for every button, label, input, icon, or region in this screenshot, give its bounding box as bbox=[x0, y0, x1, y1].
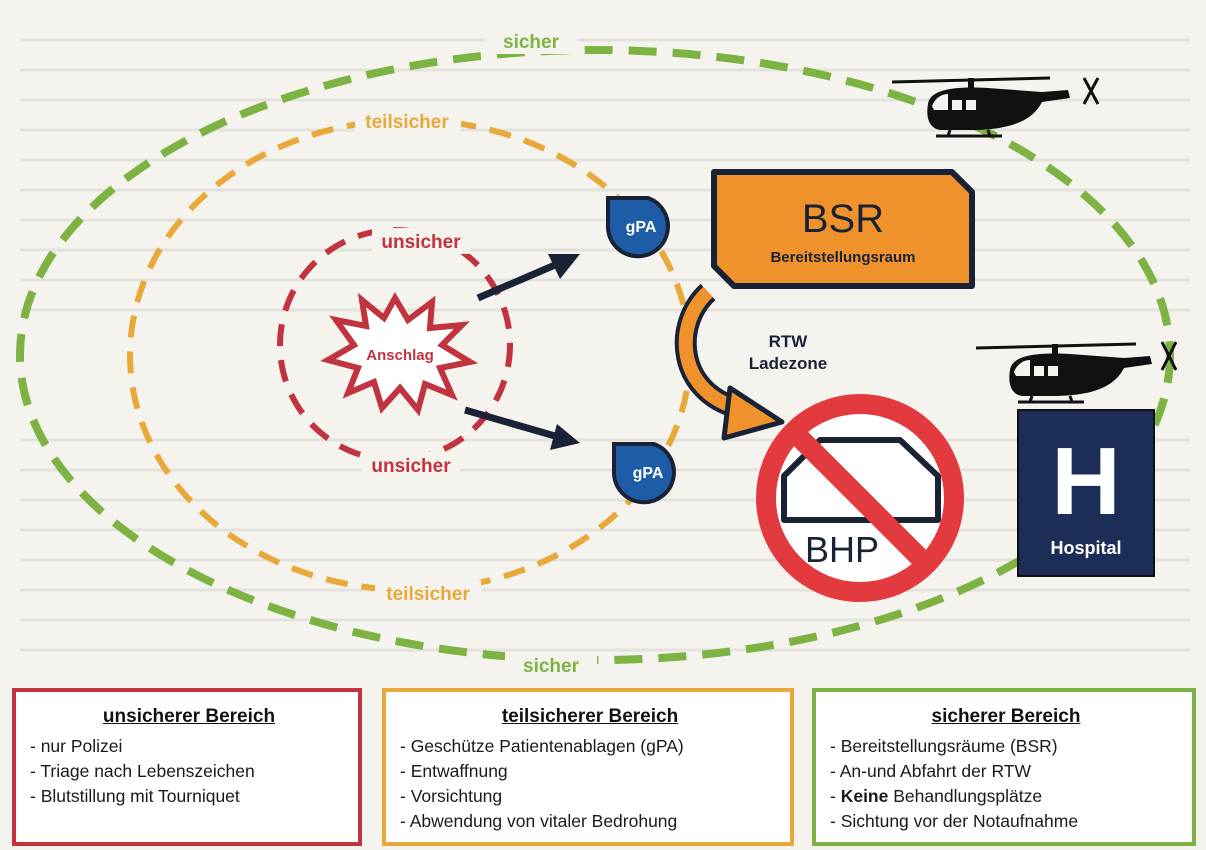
safe-zone-ring bbox=[16, 46, 1174, 664]
hospital-letter: H bbox=[1051, 428, 1120, 535]
helicopter-icon bbox=[975, 341, 1178, 404]
legend-partial-list: - Geschütze Patientenablagen (gPA) - Ent… bbox=[400, 734, 780, 834]
rtw-label-line2: Ladezone bbox=[749, 354, 827, 373]
zone-label-unsafe-bottom: unsicher bbox=[371, 456, 451, 477]
bsr-abbr: BSR bbox=[802, 197, 884, 241]
list-item: - Entwaffnung bbox=[400, 761, 508, 781]
hospital-sign: H Hospital bbox=[1017, 409, 1155, 577]
list-item: - Abwendung von vitaler Bedrohung bbox=[400, 811, 678, 831]
legend-partial-zone: teilsicherer Bereich - Geschütze Patient… bbox=[382, 688, 794, 846]
bhp-label: BHP bbox=[805, 529, 879, 570]
incident-label: Anschlag bbox=[366, 347, 434, 364]
hospital-label: Hospital bbox=[1050, 538, 1121, 558]
list-item: - Vorsichtung bbox=[400, 786, 503, 806]
bsr-box: BSR Bereitstellungsraum bbox=[711, 169, 975, 289]
list-item: - Keine Behandlungsplätze bbox=[830, 784, 1182, 809]
gpa-label-bottom: gPA bbox=[633, 465, 664, 482]
list-item: - Blutstillung mit Tourniquet bbox=[30, 786, 240, 806]
curved-arrow-icon bbox=[674, 283, 785, 441]
list-item: - Geschütze Patientenablagen (gPA) bbox=[400, 736, 684, 756]
bhp-prohibited: BHP bbox=[756, 394, 964, 602]
legend-safe-list: - Bereitstellungsräume (BSR) - An-und Ab… bbox=[830, 734, 1182, 834]
list-item: - Triage nach Lebenszeichen bbox=[30, 761, 255, 781]
zone-label-partial-top: teilsicher bbox=[365, 112, 449, 133]
evacuation-arrow-top bbox=[476, 254, 580, 302]
bhp-tent-icon bbox=[781, 437, 941, 523]
legend-unsafe-list: - nur Polizei - Triage nach Lebenszeiche… bbox=[30, 734, 348, 809]
list-item: - An-und Abfahrt der RTW bbox=[830, 761, 1032, 781]
evacuation-arrow-bottom bbox=[464, 406, 580, 450]
background-texture bbox=[20, 38, 1190, 652]
bsr-full: Bereitstellungsraum bbox=[770, 249, 915, 266]
list-item-emphasis: Keine bbox=[840, 786, 889, 806]
zone-label-safe-top: sicher bbox=[503, 32, 560, 53]
explosion-icon: Anschlag bbox=[320, 291, 479, 417]
prohibition-sign-icon bbox=[756, 394, 964, 602]
gpa-marker-bottom: gPA bbox=[612, 442, 676, 505]
legend-safe-zone: sicherer Bereich - Bereitstellungsräume … bbox=[812, 688, 1196, 846]
legend-partial-title: teilsicherer Bereich bbox=[501, 706, 679, 727]
list-item-prefix: - bbox=[830, 786, 841, 806]
gpa-marker-top: gPA bbox=[606, 196, 670, 259]
zone-label-safe-bottom: sicher bbox=[523, 656, 580, 677]
gpa-label-top: gPA bbox=[626, 219, 657, 236]
helicopter-icon bbox=[891, 76, 1100, 138]
legend-safe-title: sicherer Bereich bbox=[931, 706, 1081, 727]
list-item: - Sichtung vor der Notaufnahme bbox=[830, 811, 1079, 831]
list-item: - nur Polizei bbox=[30, 736, 123, 756]
zone-label-unsafe-top: unsicher bbox=[381, 232, 461, 253]
list-item: - Bereitstellungsräume (BSR) bbox=[830, 736, 1058, 756]
rtw-label-line1: RTW bbox=[769, 332, 809, 351]
list-item-text: Behandlungsplätze bbox=[893, 786, 1043, 806]
legend-unsafe-title: unsicherer Bereich bbox=[102, 706, 276, 727]
legend-unsafe-zone: unsicherer Bereich - nur Polizei - Triag… bbox=[12, 688, 362, 846]
zone-label-partial-bottom: teilsicher bbox=[386, 584, 470, 605]
